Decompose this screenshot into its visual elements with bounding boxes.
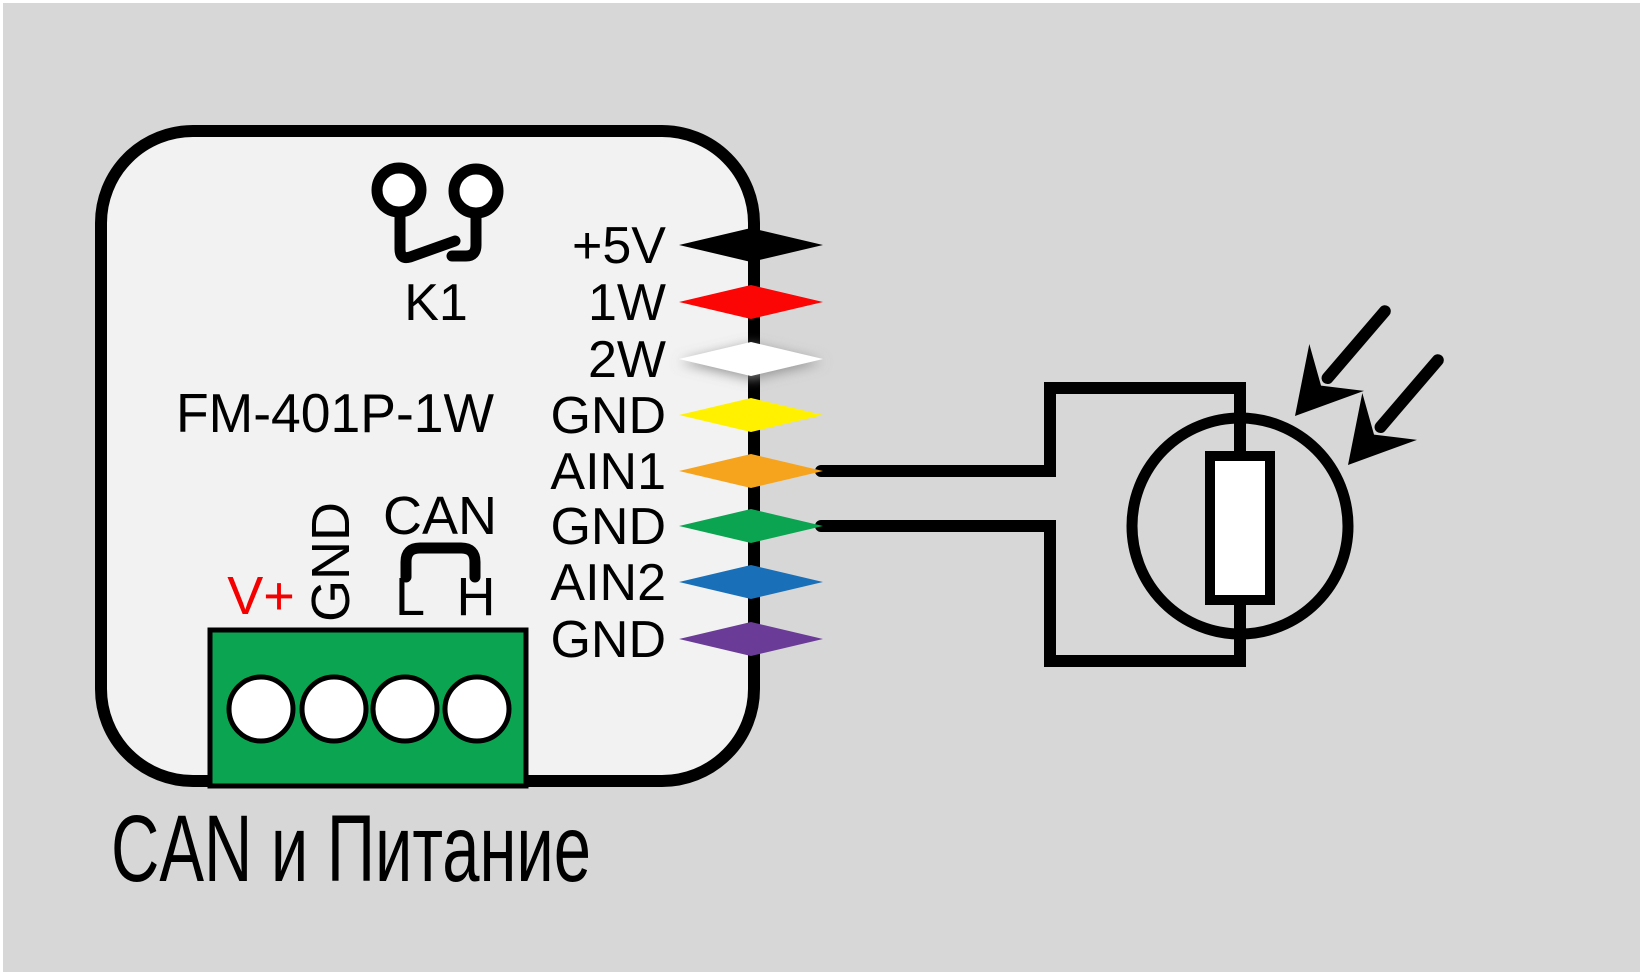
pin-connector-2w: [679, 342, 823, 376]
pin-label-gnd3: GND: [550, 611, 666, 669]
pin-label-ain2: AIN2: [550, 554, 666, 612]
pin-connector-gnd2: [679, 509, 823, 543]
light-arrow-icon: [1348, 354, 1444, 465]
pin-connector-5v: [679, 228, 823, 262]
wire-ain1: [815, 382, 1246, 477]
pin-label-1w: 1W: [588, 274, 666, 332]
wire-gnd: [815, 520, 1246, 667]
terminal-hole-can-h: [442, 674, 512, 744]
sensor-resistor: [1205, 451, 1275, 605]
wiring-diagram: K1 FM-401P-1W +5V 1W 2W GND AIN1 GND AIN…: [95, 125, 1444, 902]
photoresistor-icon: [1126, 412, 1354, 640]
model-label: FM-401P-1W: [176, 382, 494, 444]
diagram-caption: CAN и Питание: [111, 796, 591, 902]
sensor-circle: [1126, 412, 1354, 640]
terminal-label-can-l: L: [395, 567, 425, 627]
pin-label-ain1: AIN1: [550, 443, 666, 501]
sensor-wires: [815, 382, 1246, 667]
terminal-label-vplus: V+: [227, 566, 295, 626]
terminal-hole-vplus: [226, 674, 296, 744]
terminal-hole-gnd: [299, 674, 369, 744]
light-arrows-icon: [1295, 305, 1444, 465]
terminal-label-can-h: H: [457, 567, 496, 627]
pin-label-5v: +5V: [572, 217, 666, 275]
pin-label-2w: 2W: [588, 331, 666, 389]
terminal-hole-can-l: [370, 674, 440, 744]
pin-label-gnd2: GND: [550, 498, 666, 556]
relay-contact-icon: [371, 162, 504, 264]
pin-label-gnd1: GND: [550, 387, 666, 445]
can-bracket-icon: [400, 542, 481, 583]
terminal-label-can: CAN: [383, 486, 497, 546]
pin-connector-gnd3: [679, 622, 823, 656]
pin-connector-gnd1: [679, 398, 823, 432]
relay-label: K1: [404, 274, 468, 332]
light-arrow-icon: [1295, 305, 1391, 416]
pin-connectors: [679, 228, 823, 656]
pin-connector-1w: [679, 285, 823, 319]
terminal-block: [207, 627, 529, 789]
terminal-label-gnd: GND: [301, 502, 361, 622]
pin-connector-ain2: [679, 565, 823, 599]
pin-connector-ain1: [679, 454, 823, 488]
